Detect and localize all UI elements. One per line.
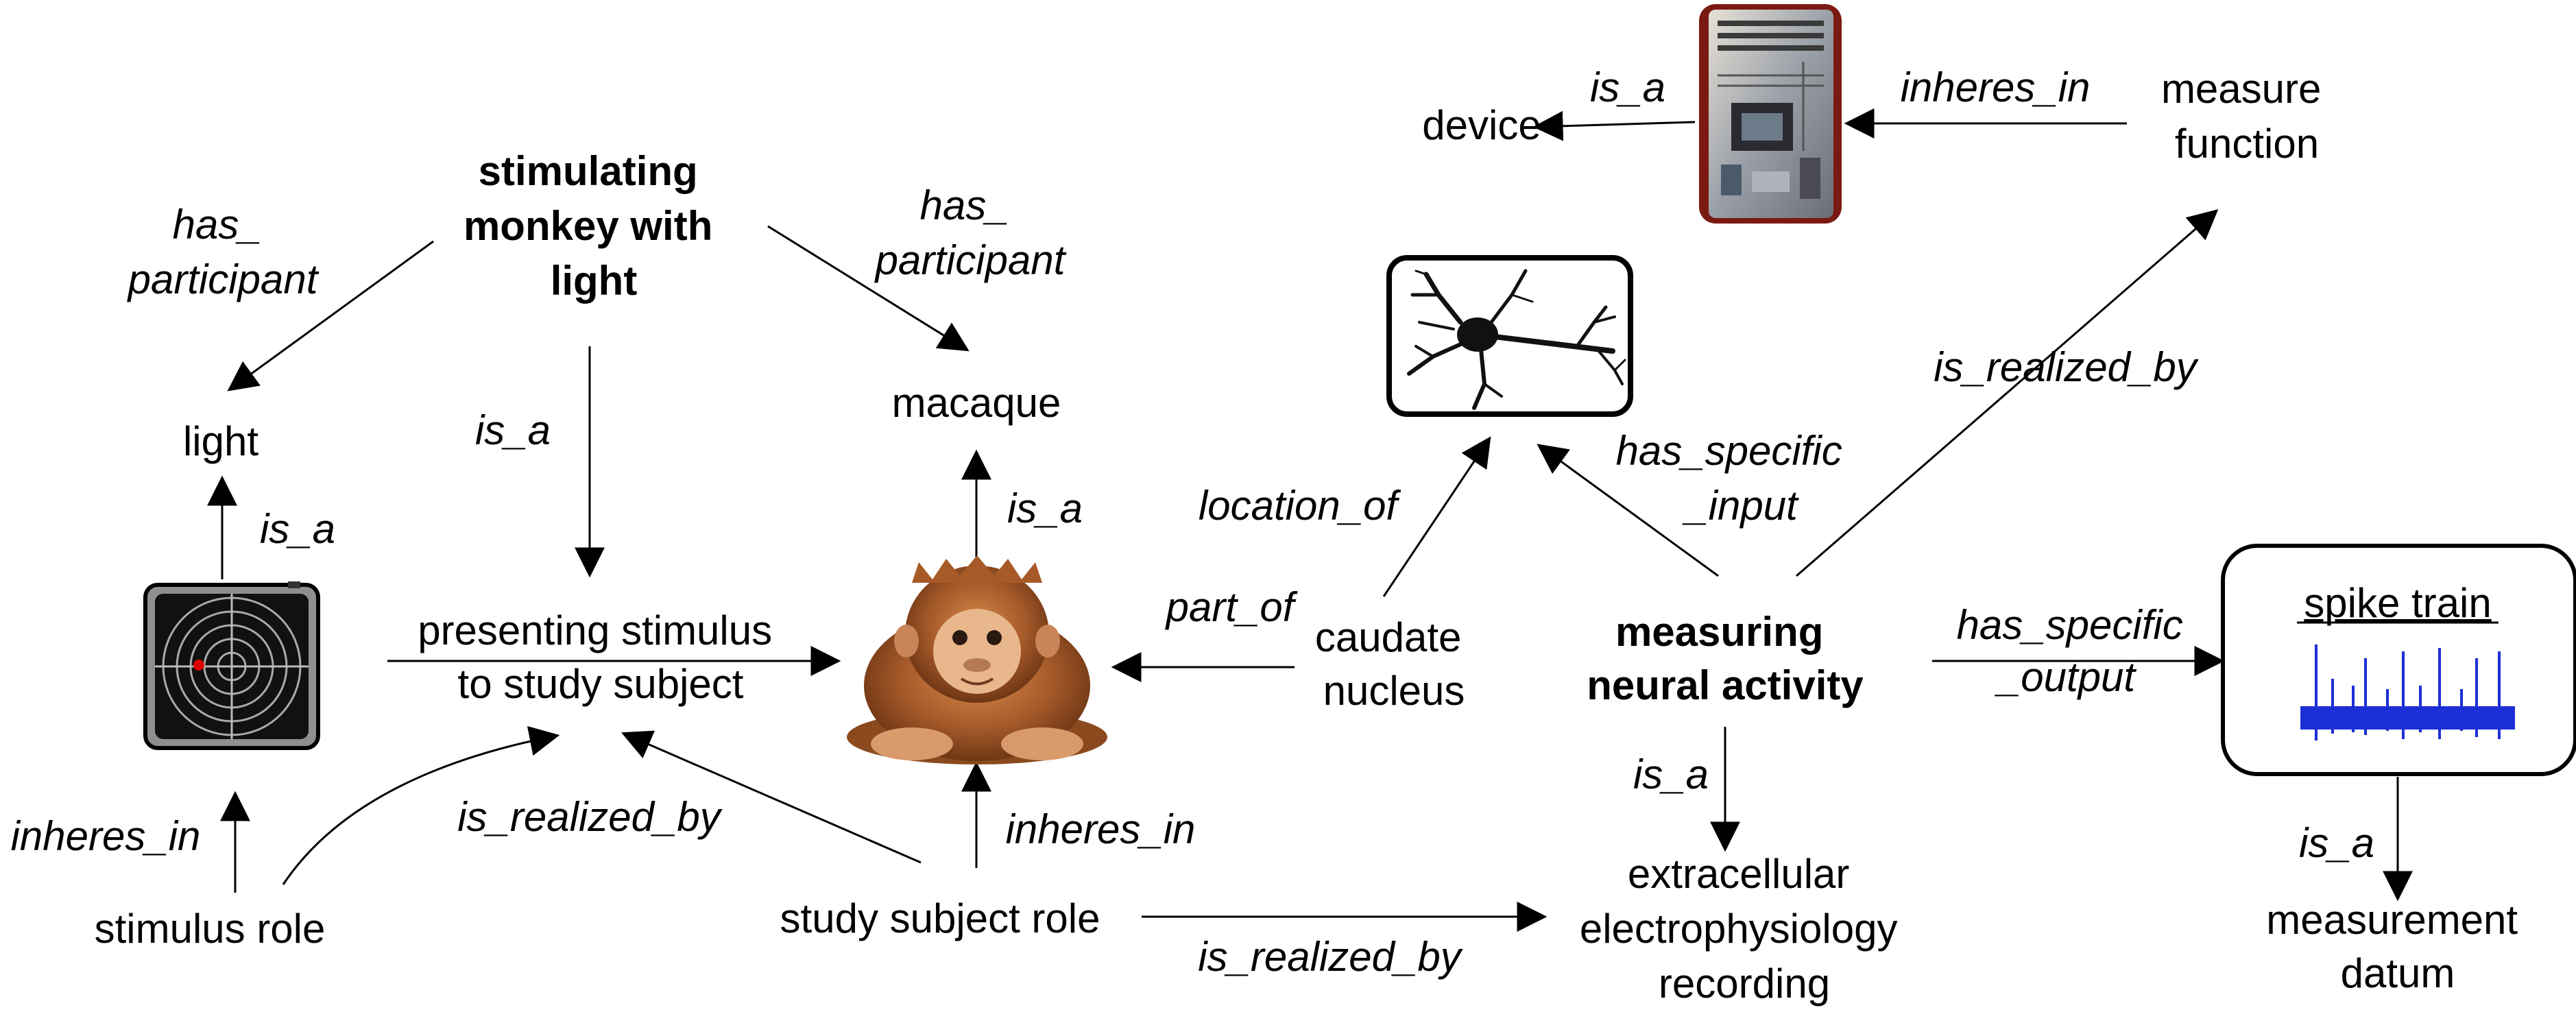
rel-has-participant-left-line-1: has_: [173, 202, 262, 248]
node-caudate-line-2: nucleus: [1323, 668, 1465, 714]
rel-has-specific-output-line-2: _output: [1995, 654, 2137, 700]
node-stimulating-line-2: monkey with: [464, 203, 712, 249]
rel-has-participant-right: has_ participant: [874, 182, 1067, 283]
node-extracellular-line-3: recording: [1659, 961, 1830, 1007]
rel-is-a-measuring: is_a: [1633, 751, 1709, 797]
rel-has-participant-right-line-1: has_: [920, 182, 1009, 228]
relations: has_ participant has_ participant is_a i…: [11, 64, 2374, 980]
rel-part-of: part_of: [1165, 584, 1298, 630]
node-presenting-line-2: to study subject: [458, 661, 744, 707]
edges: [207, 108, 2413, 932]
edge-measuring-to-function: [1796, 209, 2219, 577]
rel-inheres-in-subject: inheres_in: [1006, 806, 1196, 852]
node-macaque: macaque: [892, 380, 1061, 426]
node-measurement-datum: measurement datum: [2266, 897, 2529, 996]
node-caudate-nucleus: caudate nucleus: [1315, 614, 1473, 714]
rel-has-specific-output-line-1: has_specific: [1957, 602, 2183, 648]
edge-device-board-to-device: [1532, 110, 1696, 141]
node-measurement-datum-line-1: measurement: [2266, 897, 2518, 943]
node-measuring-line-1: measuring: [1615, 609, 1823, 655]
rel-has-specific-input: has_specific _input: [1616, 428, 1854, 529]
node-stimulating-line-1: stimulating: [479, 148, 698, 194]
edge-stimulus-role-to-presenting: [282, 726, 560, 885]
device-board-image: [1699, 4, 1842, 224]
rel-is-realized-by-subject: is_realized_by: [1198, 934, 1464, 980]
node-presenting-stimulus: presenting stimulus to study subject: [418, 607, 784, 707]
rel-is-a-stimulating: is_a: [475, 407, 551, 453]
edge-stimulating-to-macaque: [767, 225, 970, 352]
rel-inheres-in-device: inheres_in: [1901, 64, 2091, 110]
rel-location-of: location_of: [1199, 483, 1401, 529]
rel-has-participant-right-line-2: participant: [874, 237, 1067, 283]
edge-caudate-to-neuron: [1382, 436, 1491, 597]
spike-train-box: spike train: [2221, 544, 2576, 776]
node-extracellular-line-1: extracellular: [1628, 851, 1849, 897]
nodes: stimulating monkey with light light maca…: [95, 66, 2529, 1007]
rel-is-a-device: is_a: [1590, 64, 1665, 110]
rel-is-a-macaque: is_a: [1007, 485, 1083, 531]
rel-is-realized-by-measure: is_realized_by: [1934, 344, 2200, 390]
rel-has-specific-output: has_specific _output: [1957, 602, 2195, 700]
node-light: light: [183, 418, 258, 464]
node-measurement-datum-line-2: datum: [2341, 950, 2455, 996]
rel-has-specific-input-line-1: has_specific: [1616, 428, 1842, 474]
node-presenting-line-1: presenting stimulus: [418, 607, 772, 653]
rel-has-specific-input-line-2: _input: [1682, 483, 1799, 529]
node-device: device: [1422, 102, 1541, 148]
spike-train-baseline: [2300, 706, 2515, 730]
node-caudate-line-1: caudate: [1315, 614, 1462, 660]
monkey-image: [847, 555, 1107, 764]
neuron-image: [1386, 255, 1633, 417]
node-stimulating-monkey-with-light: stimulating monkey with light: [464, 148, 724, 304]
edge-subject-role-to-presenting: [621, 730, 922, 864]
rel-inheres-in-stimulus: inheres_in: [11, 813, 201, 859]
node-measure-function-line-2: function: [2175, 121, 2319, 167]
spike-train-spikes: [2315, 644, 2501, 740]
node-measure-function-line-1: measure: [2161, 66, 2321, 112]
rel-is-realized-by-stimulus: is_realized_by: [457, 794, 723, 840]
edge-measuring-to-neuron: [1537, 444, 1719, 577]
node-study-subject-role: study subject role: [780, 895, 1100, 941]
node-measure-function: measure function: [2161, 66, 2333, 167]
rel-is-a-light: is_a: [260, 506, 335, 552]
rel-is-a-spike: is_a: [2299, 820, 2374, 866]
node-stimulus-role: stimulus role: [95, 906, 326, 952]
node-extracellular-recording: extracellular electrophysiology recordin…: [1580, 851, 1909, 1007]
edge-stimulating-to-light: [227, 240, 434, 391]
node-measuring-neural-activity: measuring neural activity: [1587, 609, 1864, 708]
spike-train-title: spike train: [2304, 580, 2491, 626]
target-stimulus-icon: [143, 581, 320, 750]
node-stimulating-line-3: light: [551, 258, 638, 304]
rel-has-participant-left: has_ participant: [127, 202, 320, 302]
rel-has-participant-left-line-2: participant: [127, 256, 320, 302]
node-extracellular-line-2: electrophysiology: [1580, 906, 1898, 952]
node-measuring-line-2: neural activity: [1587, 662, 1864, 708]
